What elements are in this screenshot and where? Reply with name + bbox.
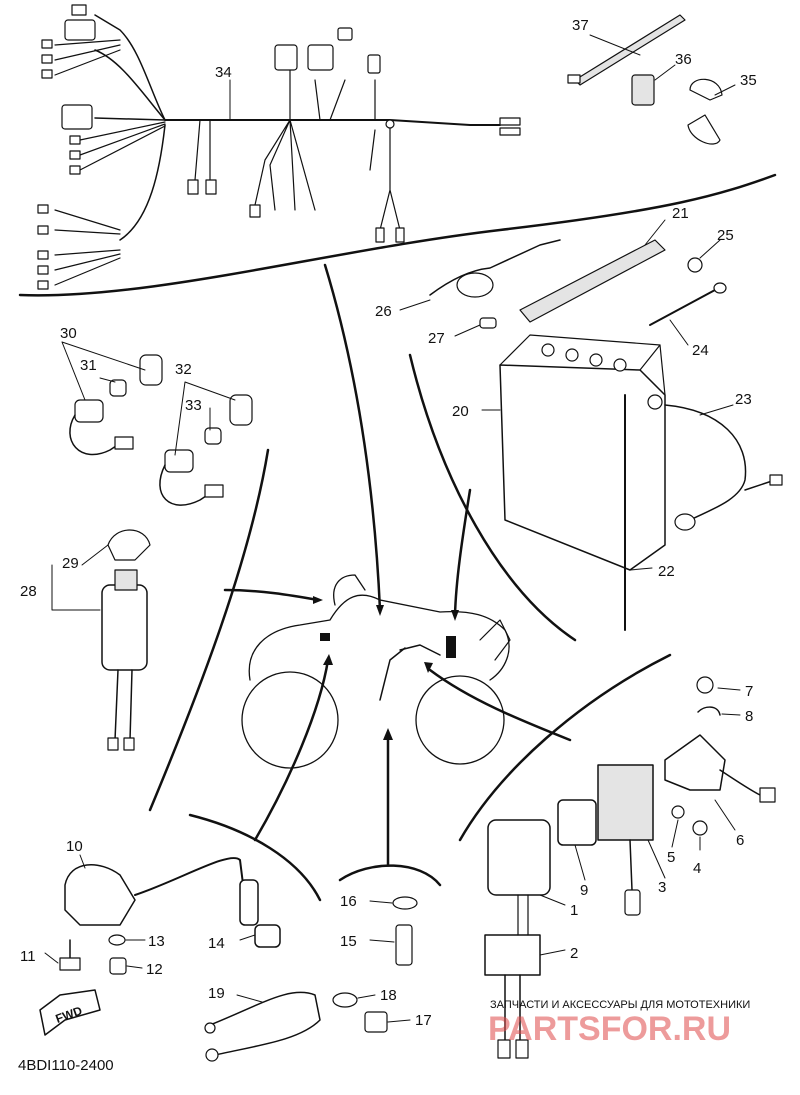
divider-curve-battery bbox=[408, 353, 577, 642]
callout-28: 28 bbox=[20, 583, 37, 600]
callout-24: 24 bbox=[692, 342, 709, 359]
callout-35: 35 bbox=[740, 72, 757, 89]
divider-curve-plug bbox=[338, 864, 442, 887]
electrical-units bbox=[484, 676, 776, 1059]
callout-9: 9 bbox=[580, 882, 588, 899]
callout-21: 21 bbox=[672, 205, 689, 222]
divider-curve-left bbox=[148, 448, 270, 812]
callout-30: 30 bbox=[60, 325, 77, 342]
callout-2: 2 bbox=[570, 945, 578, 962]
callout-32: 32 bbox=[175, 361, 192, 378]
callout-7: 7 bbox=[745, 683, 753, 700]
callout-36: 36 bbox=[675, 51, 692, 68]
callout-11: 11 bbox=[20, 948, 36, 965]
callout-26: 26 bbox=[375, 303, 392, 320]
watermark-logo: PARTSFOR.RU bbox=[488, 1010, 731, 1048]
callout-29: 29 bbox=[62, 555, 79, 572]
callout-19: 19 bbox=[208, 985, 225, 1002]
callout-4: 4 bbox=[693, 860, 701, 877]
callout-34: 34 bbox=[215, 64, 232, 81]
clamp-parts bbox=[567, 14, 723, 145]
callout-10: 10 bbox=[66, 838, 83, 855]
callout-25: 25 bbox=[717, 227, 734, 244]
battery-assembly bbox=[429, 239, 783, 631]
callout-33: 33 bbox=[185, 397, 202, 414]
callout-1: 1 bbox=[570, 902, 578, 919]
callout-31: 31 bbox=[80, 357, 97, 374]
callout-12: 12 bbox=[146, 961, 163, 978]
callout-16: 16 bbox=[340, 893, 357, 910]
callout-5: 5 bbox=[667, 849, 675, 866]
callout-leaders bbox=[44, 34, 741, 1023]
wire-harness bbox=[37, 4, 521, 290]
callout-22: 22 bbox=[658, 563, 675, 580]
callout-18: 18 bbox=[380, 987, 397, 1004]
switch-sockets bbox=[69, 354, 253, 751]
callout-6: 6 bbox=[736, 832, 744, 849]
callout-27: 27 bbox=[428, 330, 445, 347]
callout-15: 15 bbox=[340, 933, 357, 950]
divider-curve-lower-right bbox=[458, 653, 672, 842]
callout-labels: 37 36 35 34 21 25 26 27 24 23 20 22 30 3… bbox=[20, 17, 757, 1029]
divider-curve-coil bbox=[188, 813, 322, 902]
atv-silhouette bbox=[241, 574, 511, 769]
drawing-code: 4BDI110-2400 bbox=[18, 1057, 114, 1074]
callout-23: 23 bbox=[735, 391, 752, 408]
leader-arrows bbox=[223, 263, 572, 867]
callout-13: 13 bbox=[148, 933, 165, 950]
callout-37: 37 bbox=[572, 17, 589, 34]
callout-14: 14 bbox=[208, 935, 225, 952]
callout-17: 17 bbox=[415, 1012, 432, 1029]
ignition-parts bbox=[39, 857, 418, 1062]
callout-3: 3 bbox=[658, 879, 666, 896]
callout-8: 8 bbox=[745, 708, 753, 725]
callout-20: 20 bbox=[452, 403, 469, 420]
divider-curve-harness bbox=[18, 173, 777, 297]
watermark-tagline: ЗАПЧАСТИ И АКСЕССУАРЫ ДЛЯ МОТОТЕХНИКИ bbox=[490, 999, 750, 1011]
